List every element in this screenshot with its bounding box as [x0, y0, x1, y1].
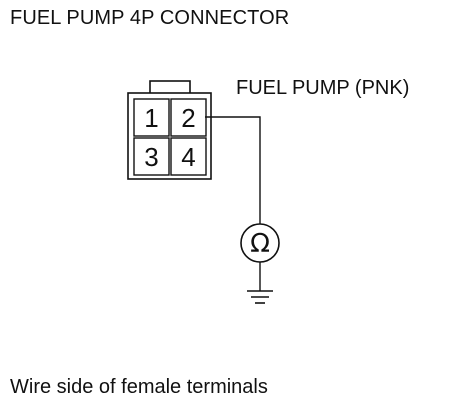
terminal-cell-4 [170, 137, 207, 176]
terminal-cell-3 [133, 137, 170, 176]
pin-label-4: 4 [181, 142, 195, 172]
diagram-title: FUEL PUMP 4P CONNECTOR [10, 7, 290, 29]
pin-label-3: 3 [144, 142, 158, 172]
connector-lock-tab [149, 80, 191, 95]
view-caption: Wire side of female terminals [10, 376, 268, 398]
pin-label-1: 1 [144, 103, 158, 133]
terminal-cell-2 [170, 98, 207, 137]
wire-label: FUEL PUMP (PNK) [236, 77, 410, 99]
ohm-symbol: Ω [250, 229, 270, 259]
terminal-cell-1 [133, 98, 170, 137]
ground-icon [247, 290, 273, 304]
pin-label-2: 2 [181, 103, 195, 133]
probe-wire-pin2 [205, 116, 261, 224]
